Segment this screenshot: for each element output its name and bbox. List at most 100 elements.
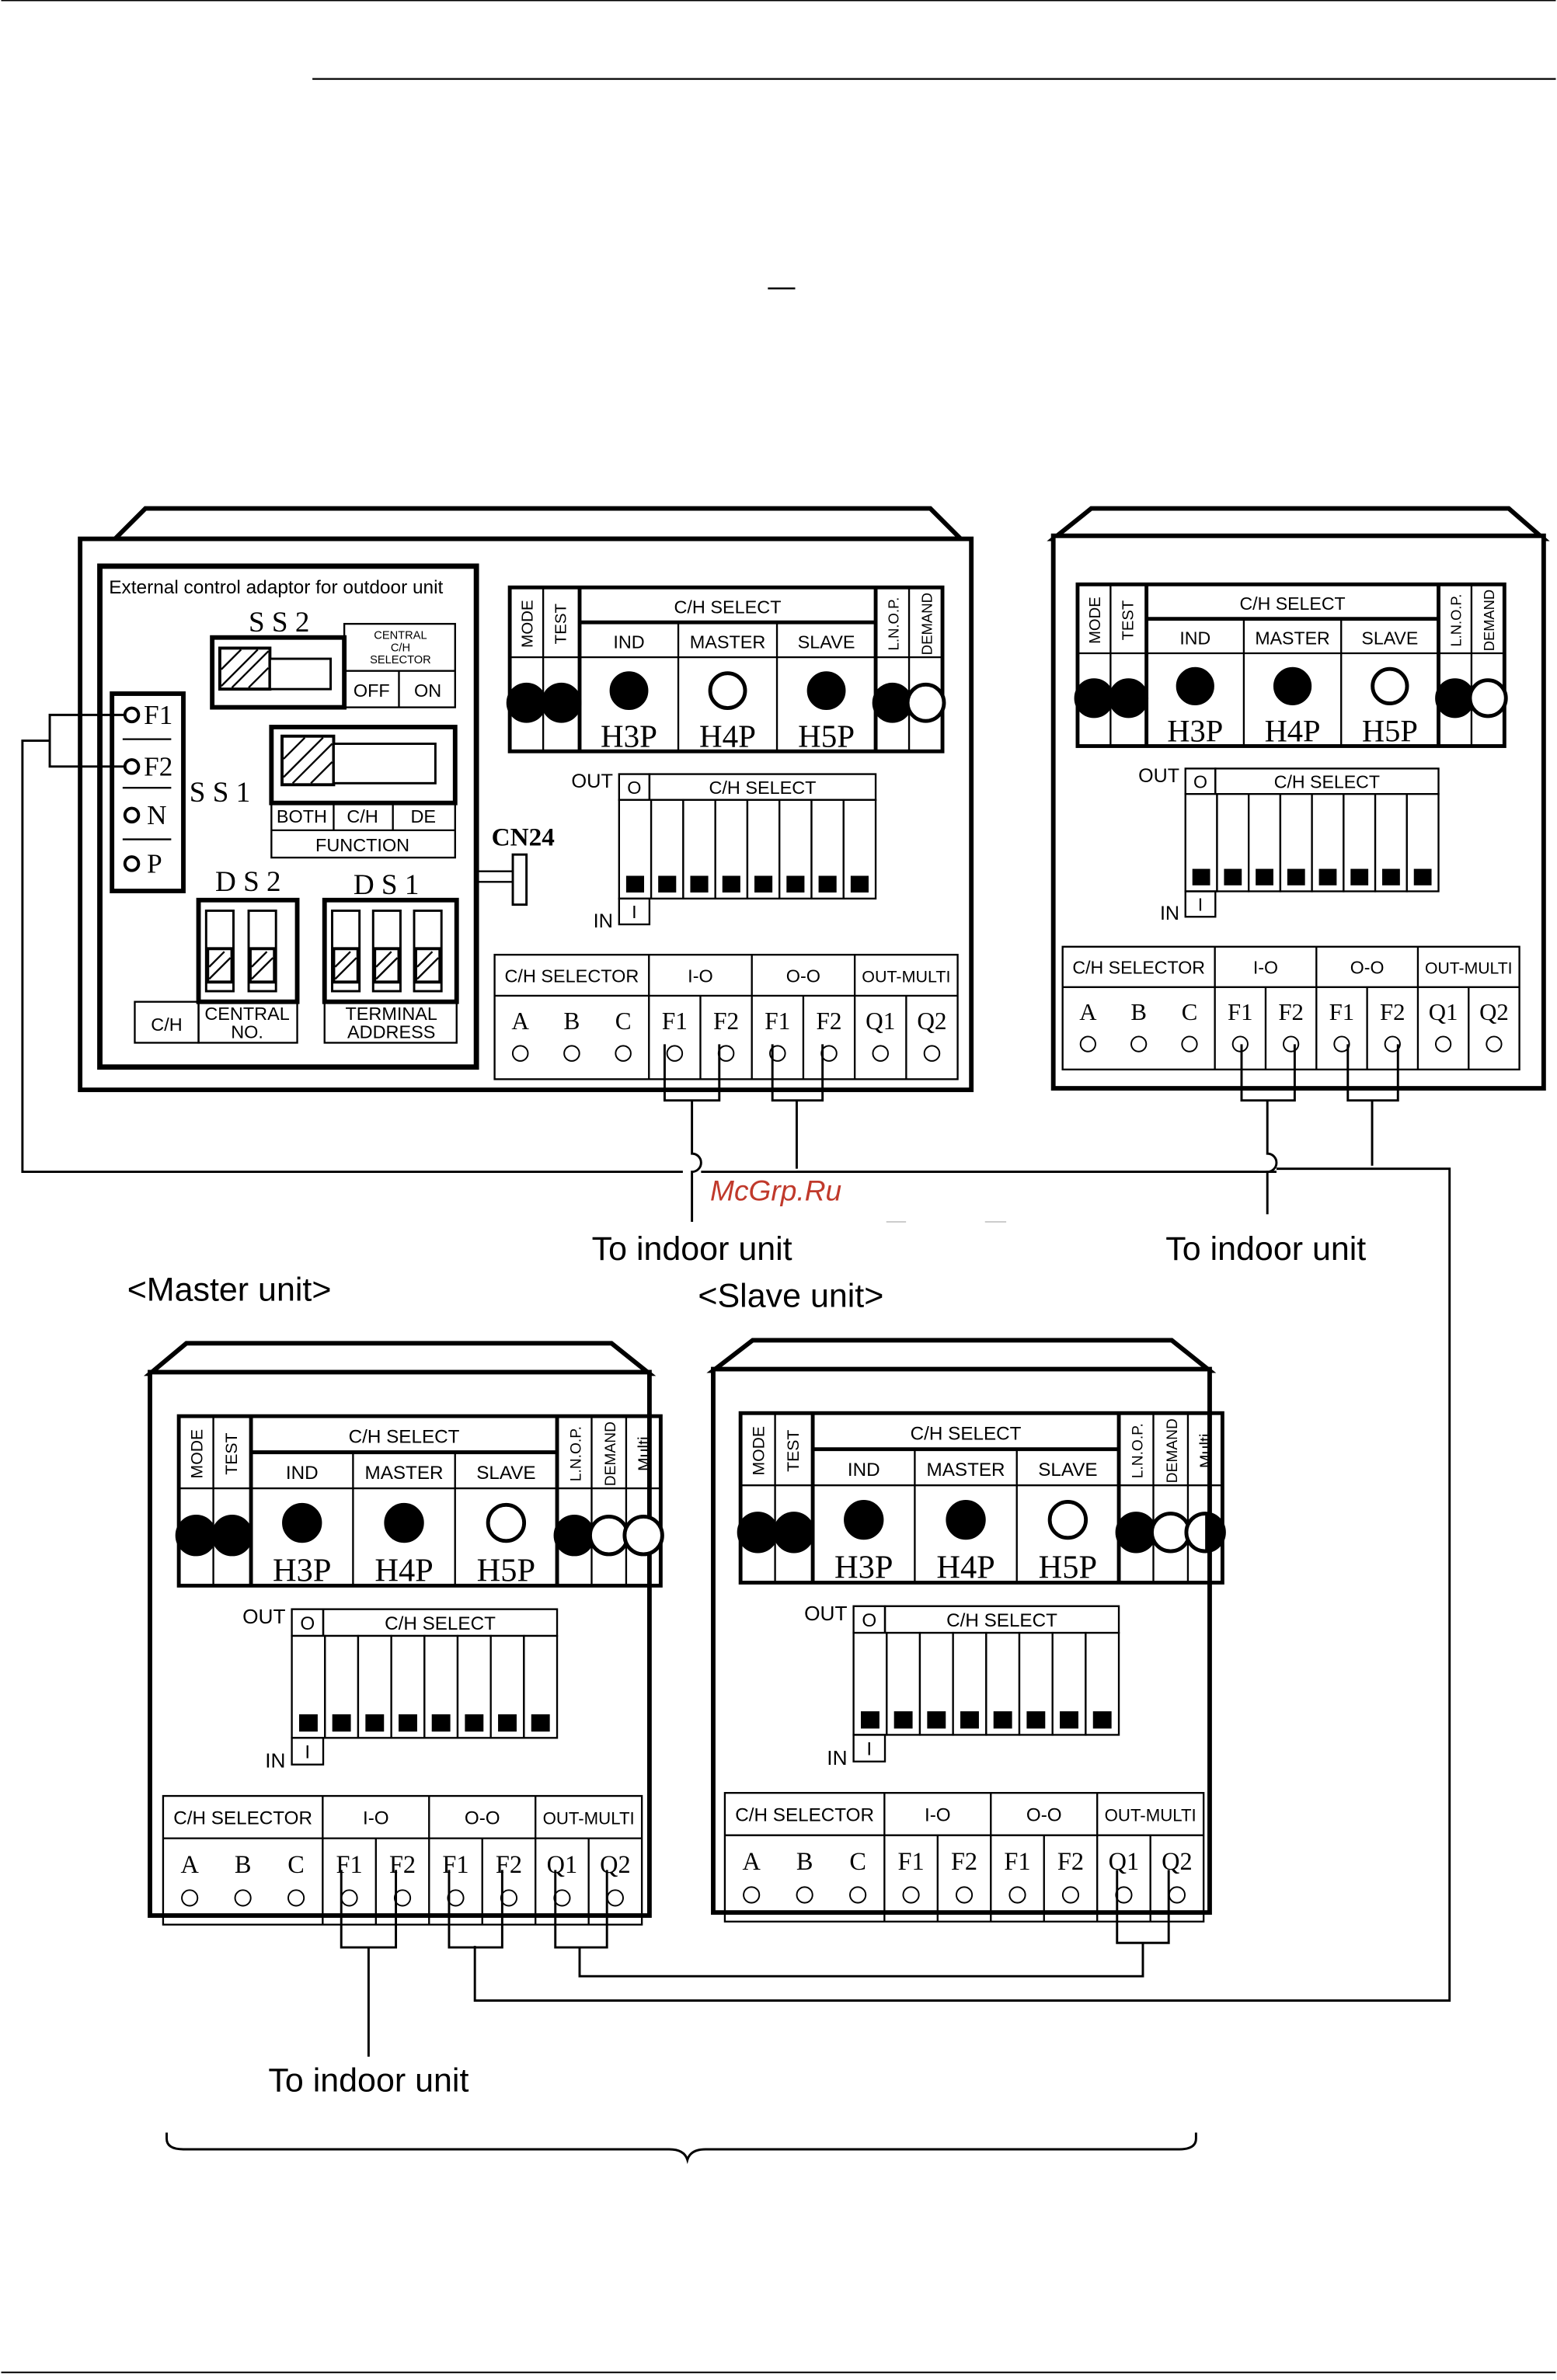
slave-outdoor-unit — [1047, 506, 1550, 1091]
terminal-f1-screw-icon[interactable] — [123, 706, 141, 724]
terminal-screw-icon[interactable] — [511, 1045, 529, 1062]
slave-label: SLAVE — [798, 632, 855, 652]
lnop-led-icon — [872, 682, 913, 723]
terminal-screw-icon[interactable] — [393, 1889, 412, 1907]
terminal-screw-icon[interactable] — [1168, 1886, 1186, 1904]
dip-lever — [1413, 868, 1432, 886]
terminal-screw-icon[interactable] — [181, 1889, 199, 1907]
ch-select-header: C/H SELECT — [911, 1424, 1022, 1445]
ss2-switch[interactable] — [210, 635, 347, 710]
terminal-screw-icon[interactable] — [902, 1886, 920, 1904]
dip-lever — [1287, 868, 1305, 886]
terminal-screw-icon[interactable] — [1115, 1886, 1133, 1904]
dip-lever — [1382, 868, 1400, 886]
dip-lever — [690, 875, 709, 893]
terminal-screw-icon[interactable] — [955, 1886, 974, 1904]
terminal-screw-icon[interactable] — [796, 1886, 813, 1904]
dip-switch-8[interactable] — [618, 799, 877, 899]
wire-bl-q — [554, 1870, 608, 1949]
dip-switch-8[interactable] — [852, 1631, 1120, 1736]
terminal-screw-icon[interactable] — [1231, 1035, 1249, 1053]
led-block — [1075, 582, 1506, 748]
terminal-screw-icon[interactable] — [923, 1045, 941, 1062]
terminal-screw-icon[interactable] — [743, 1886, 761, 1904]
terminal-f2-label: F2 — [144, 752, 172, 782]
terminal-label: B — [796, 1847, 813, 1875]
terminal-screw-icon[interactable] — [849, 1886, 867, 1904]
terminal-p-screw-icon[interactable] — [123, 855, 141, 872]
ds1-label: D S 1 — [354, 869, 420, 901]
dip-switch-8[interactable] — [1184, 793, 1440, 893]
dip-lever — [1092, 1711, 1112, 1729]
h4p-led-icon — [1273, 666, 1312, 706]
io-header: I-O — [363, 1808, 389, 1828]
wire-tl-to-indoor — [691, 1100, 702, 1223]
terminal-label: F2 — [1278, 999, 1304, 1025]
dip-slot[interactable] — [1405, 793, 1440, 893]
terminal-screw-icon[interactable] — [1181, 1035, 1198, 1053]
dip-lever — [786, 875, 805, 893]
out-label: OUT — [1138, 765, 1179, 787]
terminal-screw-icon[interactable] — [287, 1889, 305, 1907]
terminal-screw-icon[interactable] — [340, 1889, 358, 1907]
mode-label: MODE — [1087, 597, 1104, 644]
multi-led-half — [1205, 1513, 1224, 1552]
mode-led-icon — [175, 1515, 218, 1557]
dip-switch-8[interactable] — [291, 1634, 559, 1739]
terminal-table — [493, 953, 959, 1080]
ds1-switch[interactable] — [322, 897, 459, 1004]
terminal-screw-icon[interactable] — [1008, 1886, 1026, 1904]
dip-lever — [625, 875, 645, 893]
terminal-screw-icon[interactable] — [666, 1045, 684, 1062]
terminal-screw-icon[interactable] — [1333, 1035, 1350, 1053]
terminal-screw-icon[interactable] — [1283, 1035, 1300, 1053]
dip-lever — [498, 1714, 517, 1732]
terminal-screw-icon[interactable] — [1486, 1035, 1503, 1053]
terminal-screw-icon[interactable] — [500, 1889, 518, 1907]
wire-bus-right — [473, 1167, 1451, 2002]
terminal-screw-icon[interactable] — [769, 1045, 786, 1062]
cn24-label: CN24 — [492, 823, 555, 851]
terminal-screw-icon[interactable] — [1384, 1035, 1401, 1053]
ss1-switch[interactable] — [269, 725, 458, 806]
terminal-n-screw-icon[interactable] — [123, 806, 141, 824]
terminal-label: Q2 — [917, 1007, 946, 1035]
i-label: I — [632, 902, 637, 922]
mode-led-icon — [506, 682, 547, 723]
terminal-screw-icon[interactable] — [563, 1045, 580, 1062]
to-indoor-unit-label-3: To indoor unit — [268, 2062, 468, 2100]
terminal-screw-icon[interactable] — [447, 1889, 465, 1907]
terminal-screw-icon[interactable] — [553, 1889, 571, 1907]
ds2-switch[interactable] — [196, 897, 300, 1004]
terminal-screw-icon[interactable] — [820, 1045, 838, 1062]
o-label: O — [862, 1610, 876, 1631]
terminal-screw-icon[interactable] — [234, 1889, 252, 1907]
cn24-connector[interactable] — [511, 853, 528, 906]
io-header: I-O — [688, 966, 713, 986]
dip-lever — [365, 1714, 385, 1732]
ds1-terminal: TERMINAL — [345, 1004, 437, 1024]
terminal-screw-icon[interactable] — [1434, 1035, 1452, 1053]
terminal-screw-icon[interactable] — [1079, 1035, 1096, 1053]
mode-led-icon — [737, 1512, 779, 1554]
terminal-screw-icon[interactable] — [1061, 1886, 1080, 1904]
in-label: IN — [265, 1749, 285, 1773]
ch-selector-header: C/H SELECTOR — [1072, 957, 1204, 977]
dip-lever — [1256, 868, 1273, 886]
terminal-screw-icon[interactable] — [1130, 1035, 1148, 1053]
dip-slot[interactable] — [918, 1631, 954, 1736]
dip-lever — [465, 1714, 484, 1732]
terminal-screw-icon[interactable] — [615, 1045, 632, 1062]
wire-br-q — [1116, 1870, 1170, 1944]
wire-bl-q-to-slave — [578, 1943, 1144, 1978]
terminal-screw-icon[interactable] — [606, 1889, 624, 1907]
terminal-screw-icon[interactable] — [872, 1045, 889, 1062]
terminal-f2-screw-icon[interactable] — [123, 758, 141, 775]
slave-label: SLAVE — [1038, 1460, 1097, 1481]
out-multi-header: OUT-MULTI — [862, 967, 950, 986]
ss1-label: S S 1 — [190, 777, 250, 809]
terminal-screw-icon[interactable] — [717, 1045, 735, 1062]
test-label: TEST — [785, 1430, 803, 1472]
